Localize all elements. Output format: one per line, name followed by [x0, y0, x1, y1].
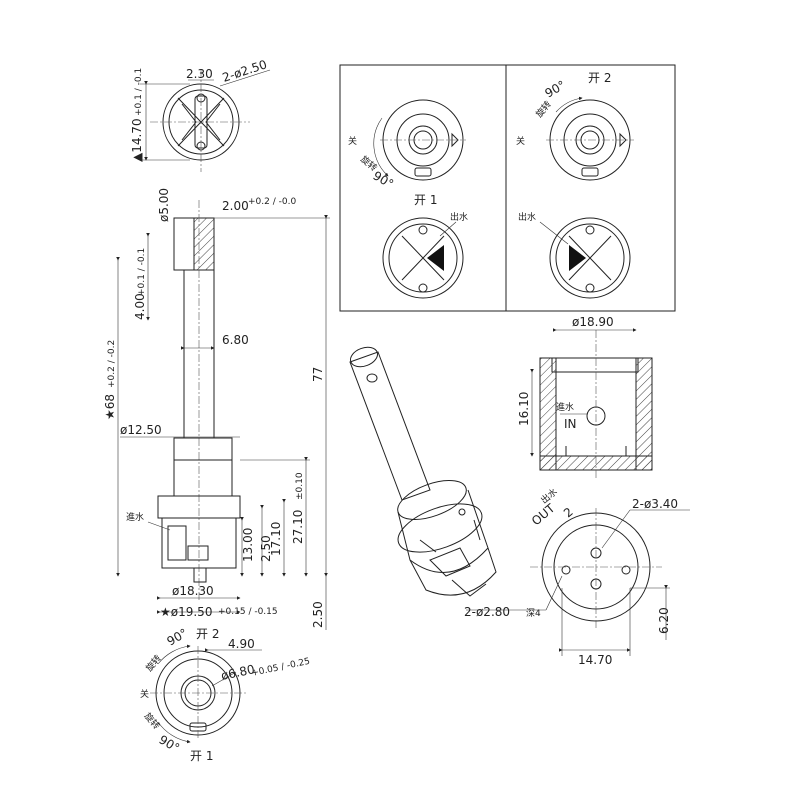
- label-90-a: 90°: [165, 626, 190, 649]
- label-turn-a: 旋转: [143, 652, 164, 674]
- panel-left-outlet: 出水: [450, 211, 468, 223]
- label-inlet-cn: 進水: [556, 401, 574, 413]
- panel-left-open: 开 1: [414, 193, 437, 207]
- panel-right-outlet: 出水: [518, 211, 536, 223]
- dim-14-70: 14.70: [578, 653, 612, 667]
- dim-2-50-b: 2.50: [311, 601, 325, 628]
- label-90-b: 90°: [157, 732, 182, 755]
- base-view: OUT 出水 2 2-ø3.40 2-ø2.80 深4 6.20 14.70: [464, 486, 690, 667]
- dim-stem-len: 4.00: [133, 293, 147, 320]
- top-view: 2.30 2-ø2.50 ▲14.70 +0.1 / -0.1: [130, 57, 271, 172]
- dim-main-length: ★68: [103, 394, 117, 420]
- dim-main-tol: +0.2 / -0.2: [107, 340, 117, 388]
- dim-6-20: 6.20: [657, 607, 671, 634]
- dim-bore: ø6.80: [220, 662, 256, 683]
- dim-collar-dia: ø12.50: [120, 423, 162, 437]
- dim-holes-b: 2-ø2.80: [464, 605, 510, 619]
- panel-right-turn: 旋转: [533, 98, 554, 120]
- dim-total-length: 77: [311, 367, 325, 382]
- panel-right-open: 开 2: [588, 71, 611, 85]
- rotation-panel: 关 旋转 90° 开 1 出水 开 2 旋转 90° 关: [339, 64, 676, 312]
- panel-right-90: 90°: [543, 78, 568, 101]
- bottom-view: 90° 开 2 4.90 ø6.80 +0.05 / -0.25 关 旋转 旋转…: [140, 626, 311, 763]
- dim-4-90: 4.90: [228, 637, 255, 651]
- dim-13-00: 13.00: [241, 528, 255, 562]
- dim-flat: 2.00: [222, 199, 249, 213]
- dim-section-height: 16.10: [517, 392, 531, 426]
- dim-17-10: 17.10: [269, 522, 283, 556]
- section-view: ø18.90 16.10 IN 進水: [517, 315, 653, 478]
- dim-bore-tol: +0.05 / -0.25: [251, 657, 311, 679]
- panel-right: 开 2 旋转 90° 关 出水: [516, 71, 634, 299]
- dim-stem-len-tol: +0.1 / -0.1: [137, 248, 147, 296]
- label-open-2: 开 2: [196, 627, 219, 641]
- dim-hole-dia: 2-ø2.50: [221, 57, 269, 85]
- iso-view: [349, 346, 497, 597]
- dim-stem-dia: 6.80: [222, 333, 249, 347]
- dim-width: ▲14.70: [130, 118, 144, 162]
- dim-width-tol: +0.1 / -0.1: [134, 68, 144, 116]
- panel-right-close: 关: [516, 135, 525, 147]
- dim-27-10: 27.10: [291, 510, 305, 544]
- dim-27-10-tol: ±0.10: [295, 472, 305, 500]
- label-depth: 深4: [526, 608, 541, 619]
- dim-holes-a: 2-ø3.40: [632, 497, 678, 511]
- label-open-1: 开 1: [190, 749, 213, 763]
- label-close: 关: [140, 688, 149, 700]
- side-view: ø5.00 2.00 +0.2 / -0.0 4.00 +0.1 / -0.1 …: [103, 188, 330, 630]
- inlet-label: 進水: [126, 511, 144, 523]
- panel-left-90: 90°: [371, 168, 396, 191]
- label-turn-b: 旋转: [142, 710, 163, 732]
- dim-stem-tip: ø5.00: [157, 188, 171, 222]
- label-in: IN: [564, 417, 577, 431]
- dim-section-dia: ø18.90: [572, 315, 614, 329]
- dim-base-tol: +0.15 / -0.15: [218, 607, 278, 617]
- label-outlet-cn: 出水: [538, 486, 560, 507]
- panel-left: 关 旋转 90° 开 1 出水: [348, 99, 468, 299]
- panel-left-close: 关: [348, 135, 357, 147]
- dim-2-30: 2.30: [186, 67, 213, 81]
- dim-2-50-a: 2.50: [259, 535, 273, 562]
- dim-base-dia: ★ø19.50: [160, 605, 212, 619]
- dim-flat-tol: +0.2 / -0.0: [248, 197, 296, 207]
- dim-body-dia: ø18.30: [172, 584, 214, 598]
